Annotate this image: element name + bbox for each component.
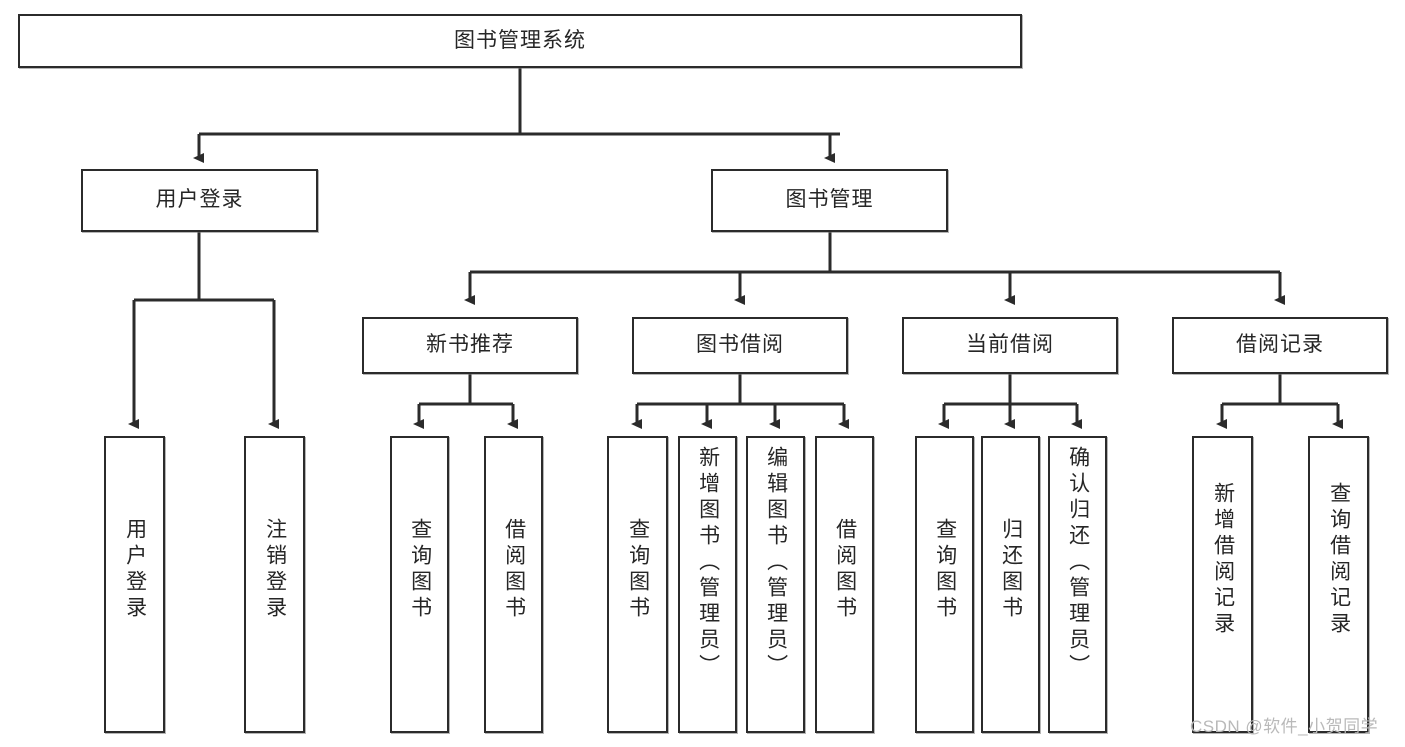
node-label: 用户登录 [155,188,244,212]
leaf-query-book-recommend[interactable]: 查询图书 [390,436,449,733]
node-label: 用户登录 [123,518,147,622]
watermark-text: CSDN @软件_小贺同学 [1190,717,1379,736]
node-label: 确认归还（管理员） [1066,446,1090,680]
leaf-borrow-book[interactable]: 借阅图书 [815,436,874,733]
leaf-return-book[interactable]: 归还图书 [981,436,1040,733]
node-label: 借阅图书 [833,518,857,622]
leaf-edit-book-admin[interactable]: 编辑图书（管理员） [746,436,805,733]
leaf-borrow-book-recommend[interactable]: 借阅图书 [484,436,543,733]
node-label: 图书管理 [785,188,874,212]
leaf-query-book-borrow[interactable]: 查询图书 [607,436,668,733]
node-label: 借阅图书 [502,518,526,622]
node-label: 查询图书 [933,518,957,622]
node-label: 新增图书（管理员） [696,446,720,680]
node-user-login[interactable]: 用户登录 [81,169,318,232]
node-root-system[interactable]: 图书管理系统 [18,14,1022,68]
node-label: 当前借阅 [966,333,1054,357]
node-label: 借阅记录 [1236,333,1324,357]
node-book-borrow[interactable]: 图书借阅 [632,317,848,374]
node-label: 归还图书 [999,518,1023,622]
node-label: 新书推荐 [426,333,514,357]
node-current-borrow[interactable]: 当前借阅 [902,317,1118,374]
leaf-add-borrow-record[interactable]: 新增借阅记录 [1192,436,1253,733]
leaf-user-login[interactable]: 用户登录 [104,436,165,733]
node-label: 新增借阅记录 [1211,482,1235,638]
leaf-query-borrow-record[interactable]: 查询借阅记录 [1308,436,1369,733]
node-label: 编辑图书（管理员） [764,446,788,680]
node-borrow-record[interactable]: 借阅记录 [1172,317,1388,374]
node-label: 查询图书 [408,518,432,622]
node-label: 图书借阅 [696,333,784,357]
node-label: 查询图书 [626,518,650,622]
node-book-management[interactable]: 图书管理 [711,169,948,232]
leaf-add-book-admin[interactable]: 新增图书（管理员） [678,436,737,733]
leaf-query-book-current[interactable]: 查询图书 [915,436,974,733]
node-label: 图书管理系统 [454,28,586,52]
leaf-confirm-return-admin[interactable]: 确认归还（管理员） [1048,436,1107,733]
node-label: 查询借阅记录 [1327,482,1351,638]
node-new-book-recommend[interactable]: 新书推荐 [362,317,578,374]
leaf-logout[interactable]: 注销登录 [244,436,305,733]
node-label: 注销登录 [263,518,287,622]
